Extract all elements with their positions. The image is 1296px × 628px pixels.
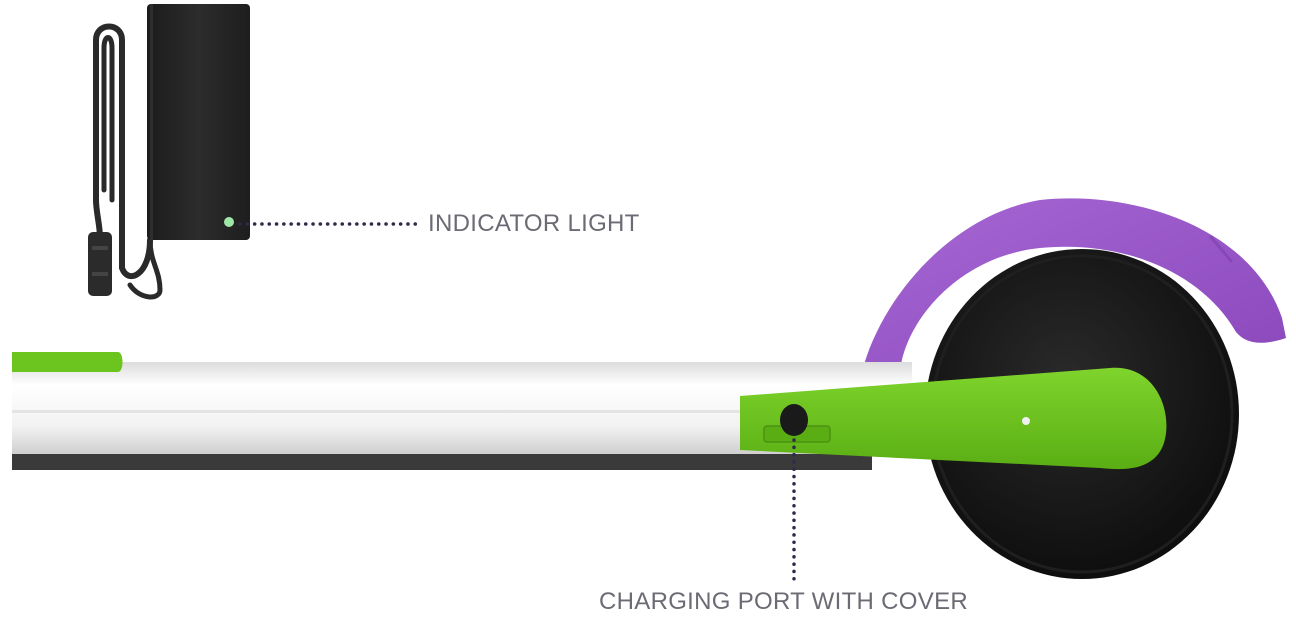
indicator-light-icon	[224, 217, 234, 227]
charger-cable-tail	[127, 237, 163, 300]
deck-bottom	[12, 450, 872, 470]
charger	[88, 4, 250, 300]
charging-port-icon	[780, 404, 808, 436]
charger-cable	[93, 23, 153, 280]
charger-body	[147, 4, 250, 240]
axle-bolt	[1022, 417, 1030, 425]
rear-fender	[862, 198, 1286, 372]
charging-port-label: CHARGING PORT WITH COVER	[599, 588, 969, 615]
indicator-light-label: INDICATOR LIGHT	[428, 210, 640, 237]
deck-front-cap	[12, 352, 123, 372]
rear-fork	[740, 367, 1167, 470]
charger-cable-inner	[101, 35, 115, 203]
scooter	[12, 198, 1286, 579]
charger-plug	[88, 232, 112, 296]
